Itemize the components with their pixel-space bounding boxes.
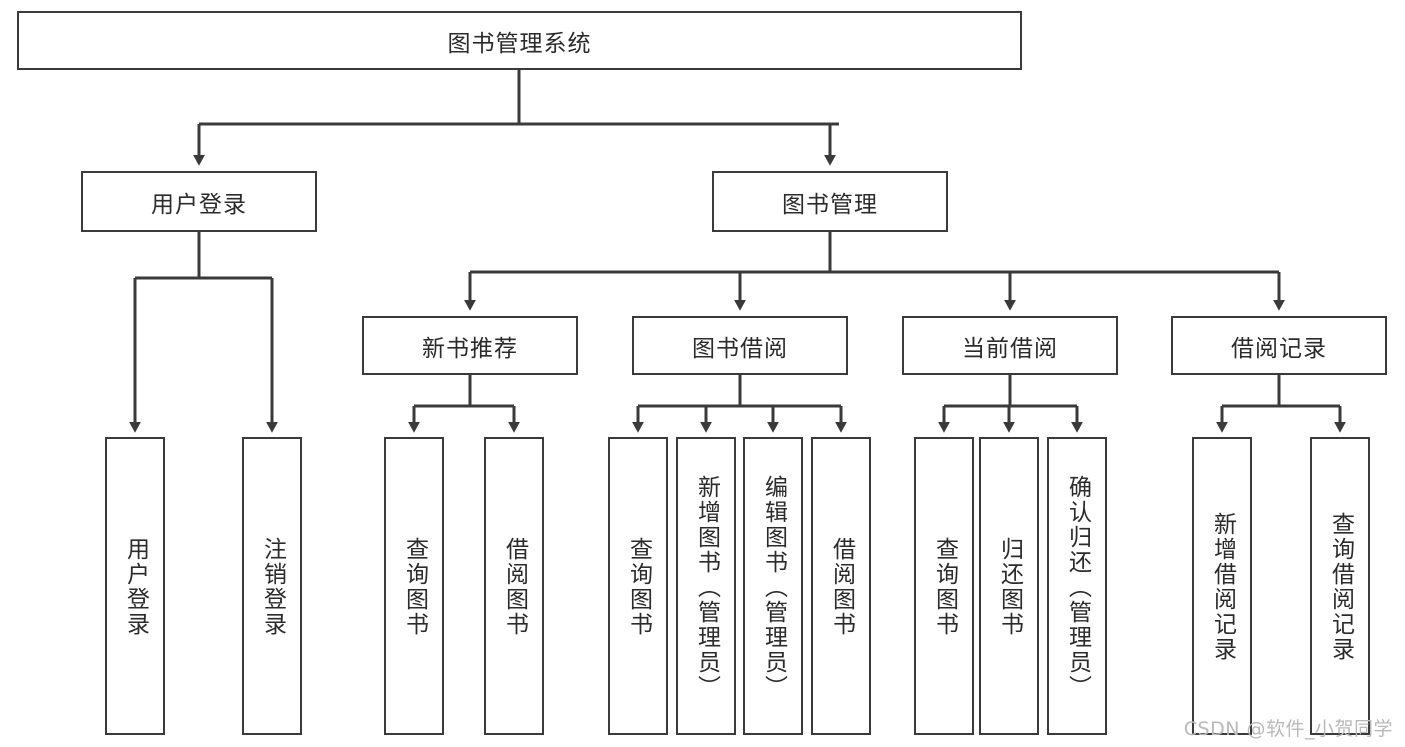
node-leaf-user-login[interactable]: 用户登录 [105, 437, 165, 735]
node-new-book-recommend[interactable]: 新书推荐 [362, 316, 578, 375]
node-leaf-query-book-1-label: 查询图书 [401, 537, 428, 637]
node-leaf-query-book-3[interactable]: 查询图书 [914, 437, 974, 735]
node-leaf-query-book-1[interactable]: 查询图书 [384, 437, 444, 735]
node-leaf-user-logout[interactable]: 注销登录 [242, 437, 302, 735]
node-borrow-record-label: 借阅记录 [1231, 335, 1327, 362]
node-leaf-borrow-book-1-label: 借阅图书 [501, 537, 528, 637]
node-leaf-edit-book[interactable]: 编辑图书（管理员） [743, 437, 803, 735]
node-leaf-return-book-label: 归还图书 [996, 537, 1023, 637]
node-leaf-borrow-book-2[interactable]: 借阅图书 [811, 437, 871, 735]
node-root[interactable]: 图书管理系统 [17, 11, 1022, 70]
node-leaf-return-book[interactable]: 归还图书 [979, 437, 1039, 735]
node-book-borrow-label: 图书借阅 [692, 335, 788, 362]
node-leaf-add-record-label: 新增借阅记录 [1209, 512, 1236, 662]
node-leaf-user-login-label: 用户登录 [122, 537, 149, 637]
node-leaf-borrow-book-1[interactable]: 借阅图书 [484, 437, 544, 735]
node-leaf-query-book-3-label: 查询图书 [931, 537, 958, 637]
node-current-borrow-label: 当前借阅 [962, 335, 1058, 362]
node-user-login-label: 用户登录 [151, 191, 247, 218]
node-new-book-recommend-label: 新书推荐 [422, 335, 518, 362]
node-leaf-add-book[interactable]: 新增图书（管理员） [676, 437, 736, 735]
node-book-borrow[interactable]: 图书借阅 [632, 316, 848, 375]
node-leaf-add-book-label: 新增图书（管理员） [693, 474, 720, 700]
node-leaf-add-record[interactable]: 新增借阅记录 [1192, 437, 1252, 735]
node-leaf-query-record-label: 查询借阅记录 [1327, 512, 1354, 662]
node-user-login[interactable]: 用户登录 [81, 171, 317, 232]
node-leaf-query-book-2-label: 查询图书 [625, 537, 652, 637]
node-leaf-confirm-return[interactable]: 确认归还（管理员） [1047, 437, 1107, 735]
node-book-manage[interactable]: 图书管理 [712, 171, 948, 232]
node-current-borrow[interactable]: 当前借阅 [902, 316, 1118, 375]
node-leaf-query-record[interactable]: 查询借阅记录 [1310, 437, 1370, 735]
node-leaf-query-book-2[interactable]: 查询图书 [608, 437, 668, 735]
node-root-label: 图书管理系统 [447, 30, 592, 57]
node-leaf-borrow-book-2-label: 借阅图书 [828, 537, 855, 637]
node-leaf-confirm-return-label: 确认归还（管理员） [1064, 474, 1091, 700]
node-leaf-user-logout-label: 注销登录 [259, 537, 286, 637]
node-borrow-record[interactable]: 借阅记录 [1171, 316, 1387, 375]
node-book-manage-label: 图书管理 [782, 191, 878, 218]
node-leaf-edit-book-label: 编辑图书（管理员） [760, 474, 787, 700]
